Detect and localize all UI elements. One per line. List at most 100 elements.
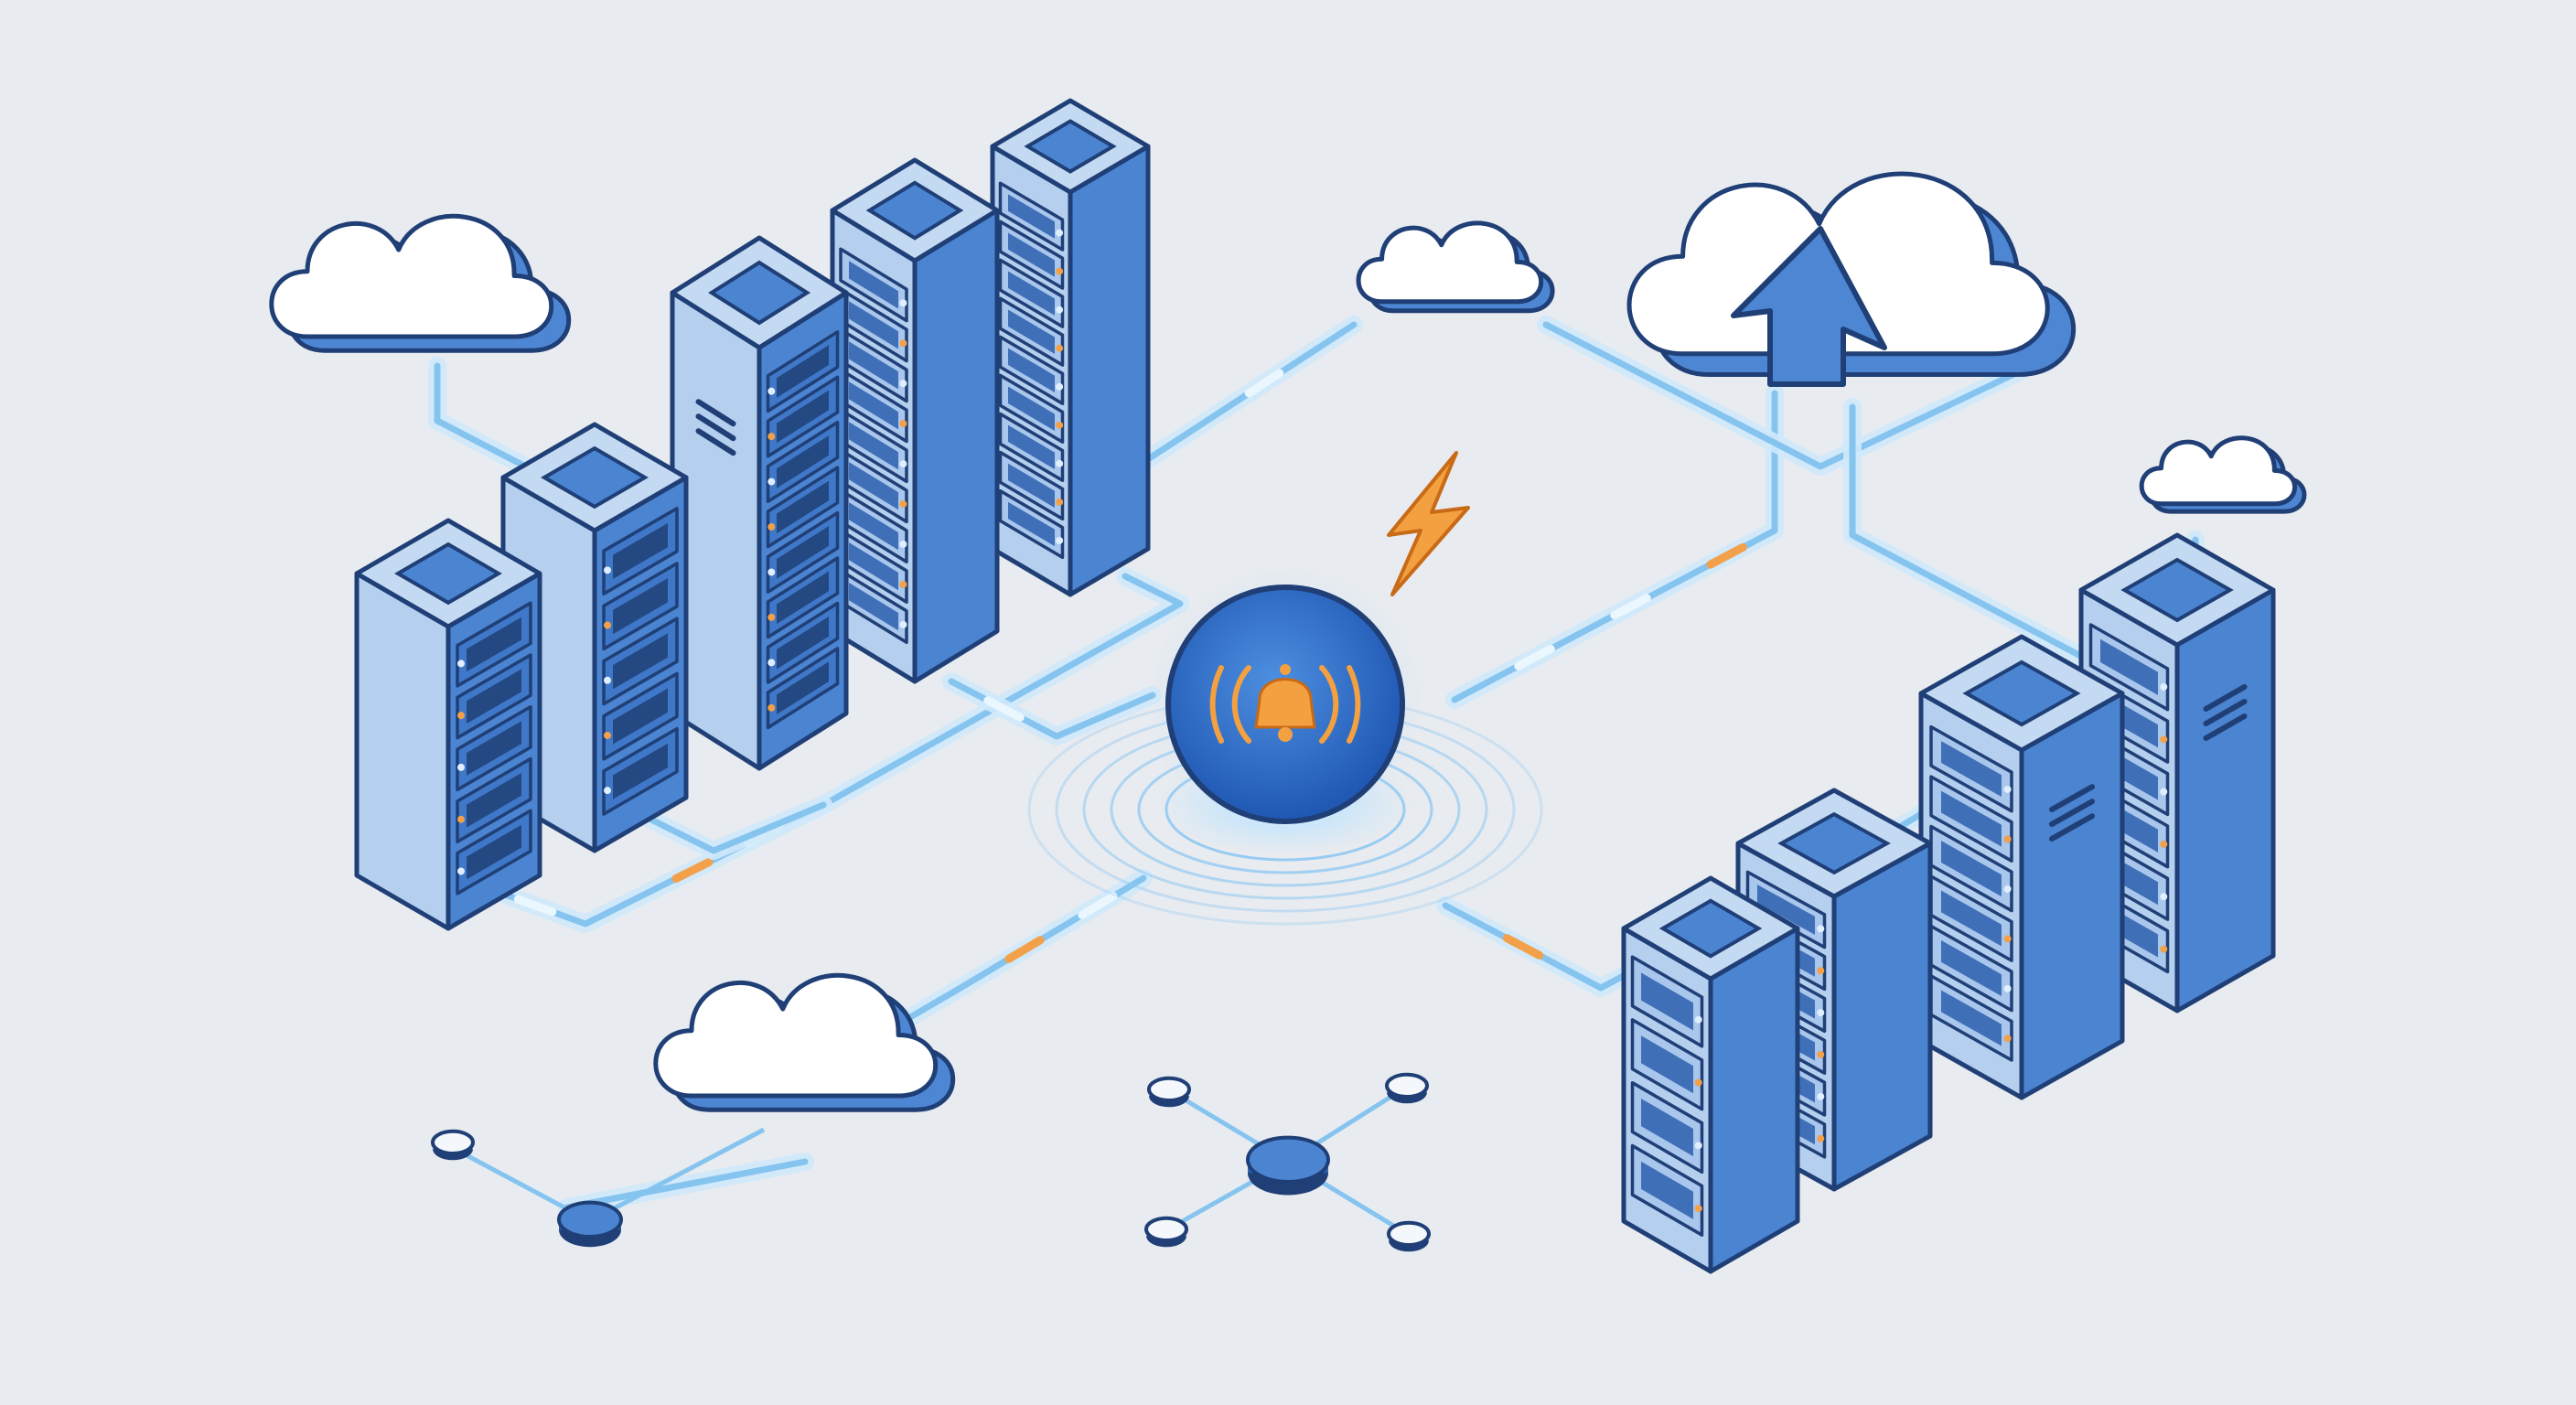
vent-slot xyxy=(2203,699,2248,726)
bay-slot xyxy=(613,578,668,635)
bay-slot xyxy=(1008,424,1055,469)
connector-line xyxy=(1121,316,1363,480)
status-led-icon xyxy=(1817,925,1825,933)
status-led-icon xyxy=(899,380,907,388)
rack-bay xyxy=(766,466,840,549)
connector-line xyxy=(942,672,1162,745)
bay-slot xyxy=(467,721,521,776)
bay-slot xyxy=(467,773,521,828)
status-led-icon xyxy=(1694,1142,1702,1150)
rack-bay xyxy=(839,408,908,484)
bay-slot xyxy=(849,341,898,390)
status-led-icon xyxy=(899,339,907,348)
rack-top-screen xyxy=(541,445,649,509)
sound-wave-icon xyxy=(1231,665,1251,744)
rack-top-screen xyxy=(865,180,964,241)
bay-slot xyxy=(1941,841,2002,897)
network-node-icon xyxy=(557,1200,623,1248)
rack-bay xyxy=(1929,724,2013,813)
server-rack-icon xyxy=(990,98,1151,597)
bell-clapper xyxy=(1278,727,1293,742)
status-led-icon xyxy=(2003,785,2012,793)
network-node-icon xyxy=(1147,1076,1191,1108)
bay-slot xyxy=(849,261,898,309)
data-packet xyxy=(671,858,714,883)
rack-bay xyxy=(602,617,679,706)
status-led-icon xyxy=(767,523,776,531)
status-led-icon xyxy=(767,568,776,576)
rack-bay xyxy=(1745,870,1827,949)
bay-slot xyxy=(777,526,829,579)
rack-bay xyxy=(1630,955,1704,1048)
connector-line xyxy=(631,796,832,860)
rack-right-face xyxy=(1708,926,1800,1274)
status-led-icon xyxy=(1694,1015,1702,1024)
rack-bay xyxy=(998,488,1065,560)
network-node-icon xyxy=(1385,1072,1429,1104)
rack-top-screen xyxy=(708,260,811,326)
rack-bay xyxy=(602,726,679,816)
node-top xyxy=(557,1200,623,1239)
cloud-face xyxy=(653,972,939,1099)
rack-top-screen xyxy=(1962,660,2081,727)
cloud-icon xyxy=(1356,220,1555,314)
rack-bay xyxy=(998,258,1065,328)
status-led-icon xyxy=(899,460,907,468)
rack-bay xyxy=(998,373,1065,444)
bay-slot xyxy=(777,480,829,534)
connector-glow xyxy=(1445,384,1784,709)
cloud-icon xyxy=(2139,435,2307,514)
data-packet xyxy=(1078,892,1118,919)
status-led-icon xyxy=(2160,735,2168,744)
data-packet xyxy=(1610,594,1651,620)
rack-left-face xyxy=(354,571,451,931)
status-led-icon xyxy=(1056,459,1064,467)
vent-slot xyxy=(2203,713,2248,741)
rack-bay xyxy=(456,756,532,843)
bay-slot xyxy=(613,743,668,799)
status-led-icon xyxy=(899,420,907,428)
bay-slot xyxy=(467,824,521,880)
vent-slot xyxy=(695,399,736,427)
sound-wave-icon xyxy=(1319,665,1339,744)
status-led-icon xyxy=(2160,893,2168,901)
bay-slot xyxy=(2100,638,2158,695)
server-rack-icon xyxy=(670,235,849,771)
object-layer xyxy=(269,98,2307,1274)
status-led-icon xyxy=(1694,1078,1702,1087)
rack-bay xyxy=(766,647,840,730)
status-led-icon xyxy=(2003,984,2012,992)
status-led-icon xyxy=(767,433,776,441)
bay-slot xyxy=(1641,972,1693,1031)
connector-line xyxy=(1445,384,1784,709)
rack-bay xyxy=(1929,924,2013,1013)
status-led-icon xyxy=(1817,1050,1825,1058)
status-led-icon xyxy=(1694,1205,1702,1213)
status-led-icon xyxy=(604,566,611,574)
connector-core xyxy=(1849,403,2089,662)
rack-bay xyxy=(1630,1018,1704,1111)
cloud-icon xyxy=(269,213,572,353)
bay-slot xyxy=(1008,271,1055,316)
rack-bay xyxy=(1630,1143,1704,1237)
status-led-icon xyxy=(457,712,465,720)
rack-bay xyxy=(766,601,840,684)
node-top xyxy=(1246,1135,1330,1185)
rack-top-screen xyxy=(1777,811,1891,875)
rack-bay xyxy=(456,653,532,740)
data-packet xyxy=(1502,934,1544,960)
network-node-icon xyxy=(1387,1220,1431,1252)
status-led-icon xyxy=(767,703,776,712)
bay-slot xyxy=(849,502,898,551)
rack-right-face xyxy=(912,208,1000,684)
bay-slot xyxy=(849,583,898,631)
sound-wave-icon xyxy=(1347,665,1361,744)
connector-core xyxy=(481,573,1184,928)
server-rack-icon xyxy=(830,157,1000,684)
bell-body xyxy=(1254,678,1316,729)
data-packet xyxy=(1706,542,1747,569)
rack-bay xyxy=(998,296,1065,367)
status-led-icon xyxy=(1056,536,1064,544)
status-led-icon xyxy=(1817,967,1825,975)
